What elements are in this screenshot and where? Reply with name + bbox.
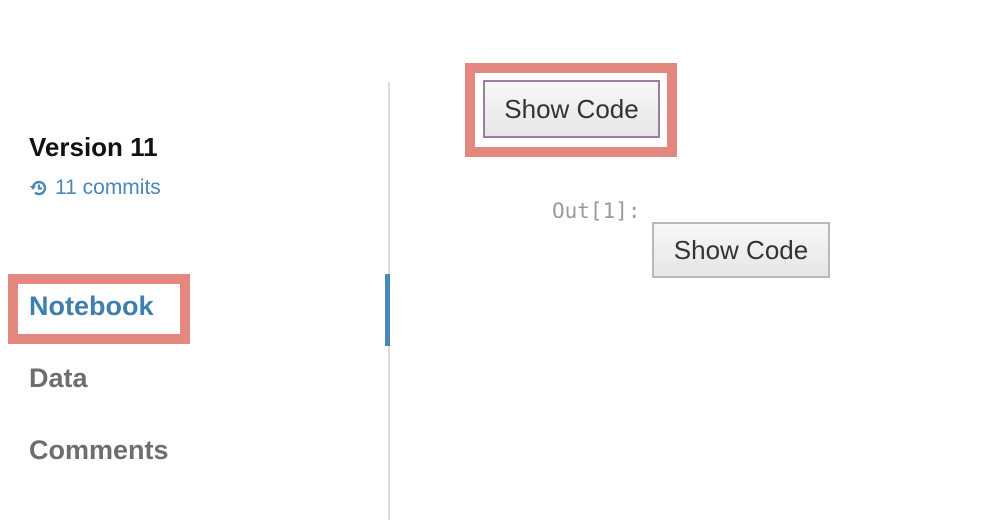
nav-item-data[interactable]: Data <box>29 363 88 393</box>
nav-item-notebook[interactable]: Notebook <box>29 291 154 321</box>
show-code-button[interactable]: Show Code <box>483 80 660 138</box>
output-show-code-button[interactable]: Show Code <box>652 222 830 278</box>
history-icon <box>29 178 49 198</box>
output-prompt: Out[1]: <box>552 199 641 223</box>
commits-link[interactable]: 11 commits <box>29 176 161 200</box>
active-nav-indicator <box>385 274 390 346</box>
commits-label: 11 commits <box>55 176 161 199</box>
sidebar: Version 11 11 commits Notebook Data Comm… <box>0 0 390 520</box>
nav-item-comments[interactable]: Comments <box>29 435 169 465</box>
version-title: Version 11 <box>29 132 158 162</box>
